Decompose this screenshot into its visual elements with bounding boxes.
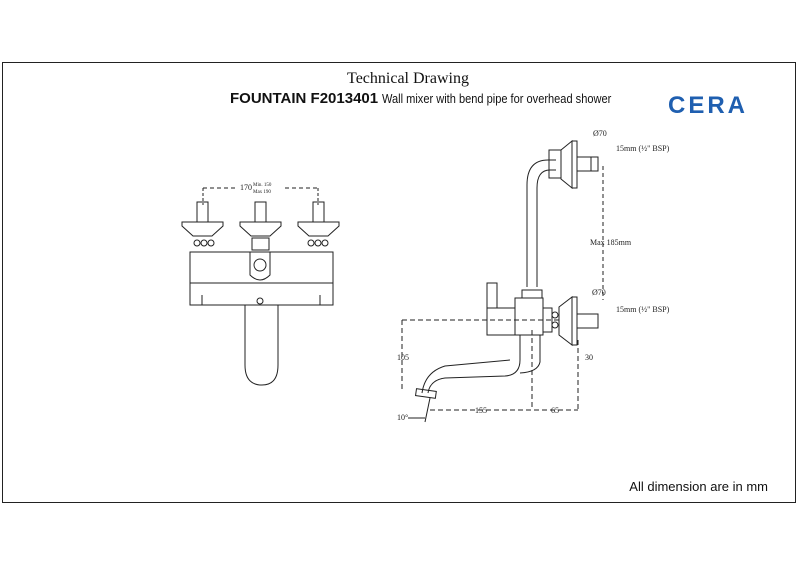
dimension-note: All dimension are in mm bbox=[629, 479, 768, 494]
inlet-size-top: 15mm (½" BSP) bbox=[616, 144, 670, 153]
side-view: Ø70 15mm (½" BSP) Max 185mm Ø70 15mm (½"… bbox=[397, 129, 670, 423]
product-subtitle: FOUNTAIN F2013401 Wall mixer with bend p… bbox=[230, 90, 652, 107]
spout-front bbox=[244, 305, 279, 386]
bend-pipe bbox=[526, 159, 556, 287]
page-title: Technical Drawing bbox=[347, 70, 469, 87]
spacing-label: 170 bbox=[240, 183, 252, 192]
center-inlet bbox=[239, 201, 282, 251]
spacing-min: Min. 150 bbox=[253, 183, 272, 188]
flange-dia-bottom: Ø70 bbox=[592, 288, 606, 297]
max-height-label: Max 185mm bbox=[590, 238, 632, 247]
reach-65: 65 bbox=[551, 406, 559, 415]
right-inlet bbox=[297, 201, 340, 247]
angle-10: 10° bbox=[397, 413, 408, 422]
drawing-frame bbox=[2, 62, 796, 503]
mixer-body bbox=[189, 251, 334, 306]
inlet-size-bottom: 15mm (½" BSP) bbox=[616, 305, 670, 314]
spacing-max: Max 190 bbox=[253, 190, 271, 195]
height-105: 105 bbox=[397, 353, 409, 362]
product-description: Wall mixer with bend pipe for overhead s… bbox=[382, 91, 612, 106]
left-inlet bbox=[181, 201, 224, 247]
reach-155: 155 bbox=[475, 406, 487, 415]
model-name: FOUNTAIN F2013401 bbox=[230, 90, 379, 107]
front-view: 170 Min. 150 Max 190 bbox=[181, 183, 340, 386]
brand-logo: CERA bbox=[668, 92, 749, 119]
spout-side bbox=[421, 335, 541, 394]
depth-30: 30 bbox=[585, 353, 593, 362]
flange-dia-top: Ø70 bbox=[593, 129, 607, 138]
diverter bbox=[249, 252, 271, 281]
